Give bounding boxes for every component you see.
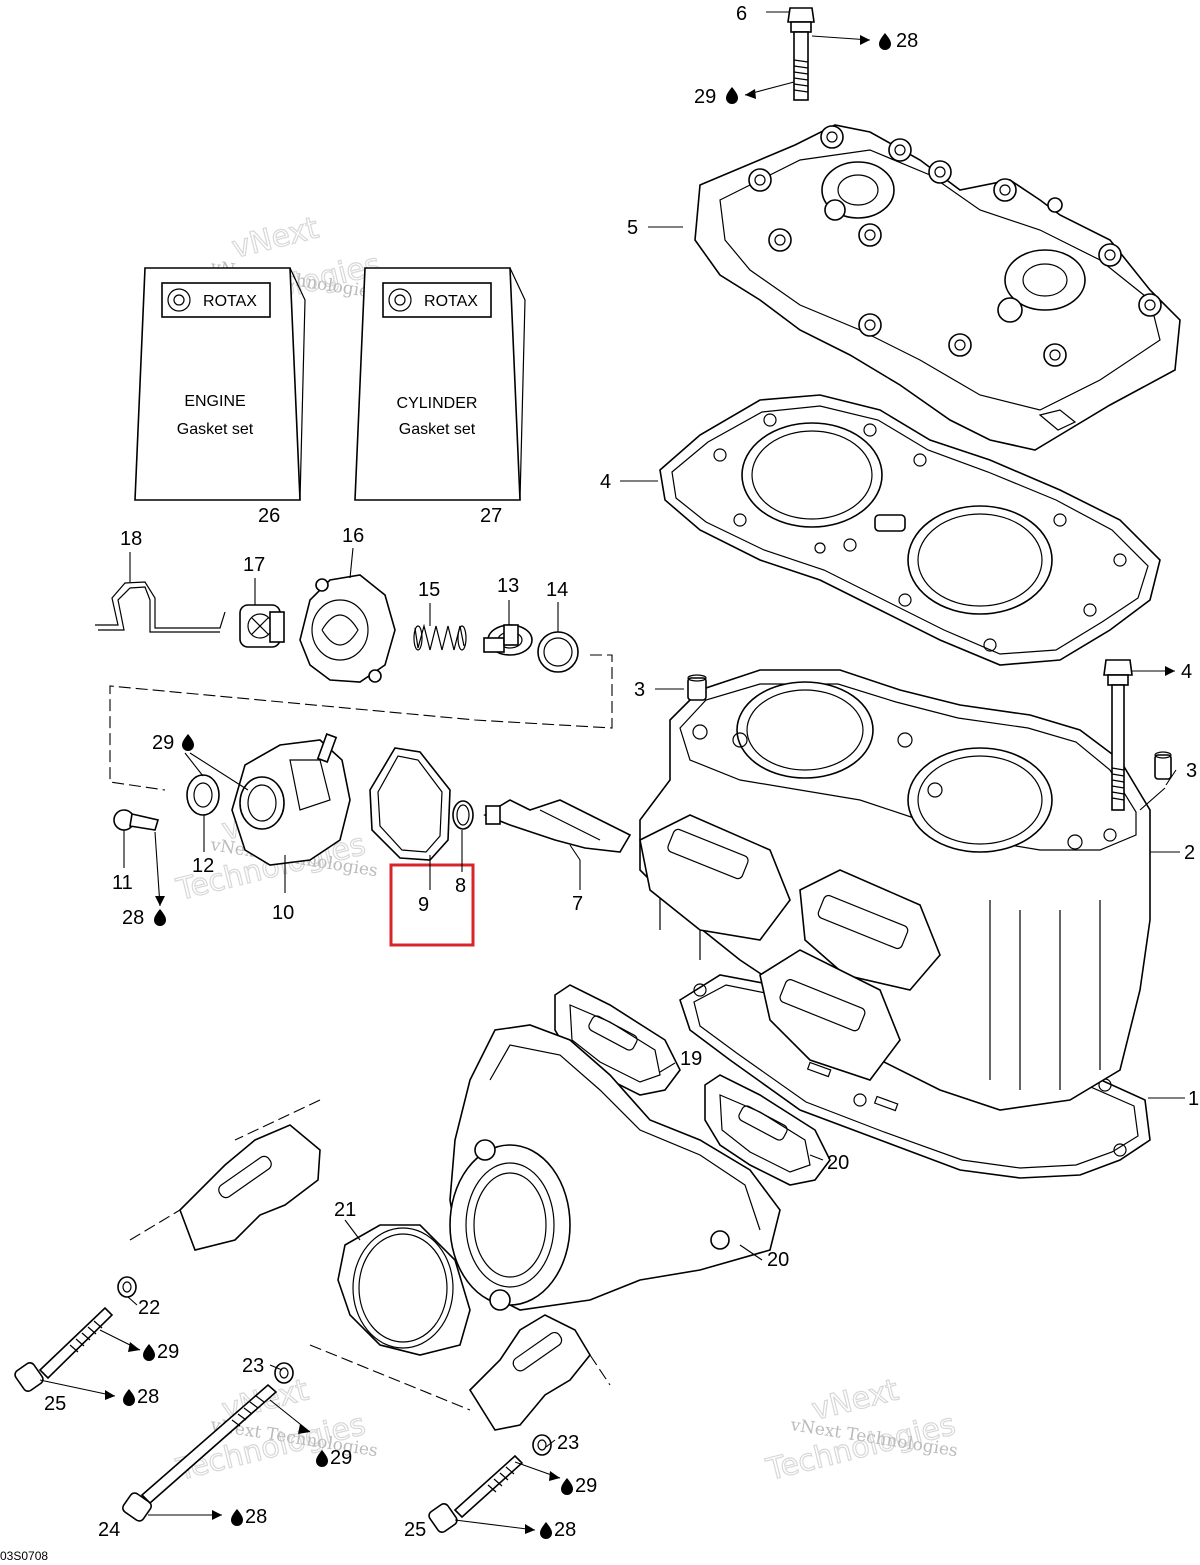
label-3: 3: [634, 679, 645, 701]
label-29: 29: [694, 86, 716, 108]
label-18: 17: [243, 554, 265, 576]
cylinder-gasket-title: CYLINDER: [397, 395, 478, 412]
o-ring: [452, 800, 474, 830]
svg-text:vNext: vNext: [228, 211, 322, 266]
label-19: 18: [120, 528, 142, 550]
engine-gasket-brand: ROTAX: [203, 293, 257, 310]
label-14: 13: [497, 575, 519, 597]
label-20: 20: [827, 1152, 849, 1174]
leader-arrowheads: [105, 35, 1175, 1534]
engine-gasket-title: ENGINE: [184, 393, 245, 410]
washer: [117, 1276, 137, 1298]
label-23: 23: [242, 1355, 264, 1377]
cylinder-gasket-brand: ROTAX: [424, 293, 478, 310]
cylinder-head-gasket: [659, 394, 1161, 666]
washer: [532, 1434, 552, 1456]
oil-drop-icon: [154, 909, 166, 926]
engine-gasket-subtitle: Gasket set: [177, 421, 254, 438]
label-28: 28: [137, 1386, 159, 1408]
label-16: 15: [418, 579, 440, 601]
dowel-pin: [1154, 751, 1172, 780]
label-12: 11: [112, 872, 133, 894]
manifold-bracket: [129, 1099, 321, 1251]
label-22: 21: [334, 1199, 356, 1221]
label-29: 29: [575, 1475, 597, 1497]
manifold-bracket: [309, 1314, 611, 1431]
manifold-bolt: [428, 1454, 524, 1533]
oil-drop-icon: [726, 87, 738, 104]
assembly-boundary: [109, 654, 613, 791]
watermark-bottom-right: vNext Technologies vNext Technologies: [762, 1372, 960, 1489]
oil-drop-icon: [123, 1389, 135, 1406]
thermostat-housing: [231, 733, 351, 866]
label-27: 27: [480, 505, 502, 527]
drawing-reference: 03S0708: [0, 1549, 48, 1563]
label-20: 19: [680, 1048, 702, 1070]
label-23: 23: [557, 1432, 579, 1454]
label-10: 9: [418, 894, 429, 916]
oil-drop-icon: [231, 1509, 243, 1526]
intake-gasket: [704, 1074, 831, 1186]
manifold-bolt: [14, 1306, 114, 1392]
washer: [274, 1362, 294, 1384]
part-labels: 6 28 29 5 4 3 4 3 2 1 26 27 18 17 16 15 …: [44, 3, 1199, 1541]
leader-lines: [39, 11, 1185, 1531]
oil-drop-icon: [561, 1478, 573, 1495]
label-23: 22: [138, 1297, 160, 1319]
cylinder-block: [639, 669, 1151, 1111]
water-outlet-fitting: [483, 799, 632, 853]
label-29: 29: [330, 1447, 352, 1469]
exhaust-manifold-gasket: [337, 1224, 471, 1356]
label-3: 3: [1186, 760, 1197, 782]
label-5: 4: [600, 471, 611, 493]
label-25: 25: [404, 1519, 426, 1541]
thermostat-spring: [413, 623, 467, 651]
label-28: 28: [554, 1519, 576, 1541]
thermostat-cover: [299, 574, 396, 683]
label-1: 1: [1188, 1088, 1199, 1110]
label-25: 25: [44, 1393, 66, 1415]
cylinder-gasket-set: ROTAX CYLINDER Gasket set: [354, 267, 526, 501]
label-21: 20: [767, 1249, 789, 1271]
label-29: 29: [152, 732, 174, 754]
thermostat: [483, 624, 533, 656]
label-26: 26: [258, 505, 280, 527]
label-17: 16: [342, 525, 364, 547]
label-11: 10: [272, 902, 294, 924]
retaining-clip: [95, 581, 226, 633]
engine-gasket-set: ROTAX ENGINE Gasket set: [134, 267, 306, 501]
oil-drop-icon: [143, 1344, 155, 1361]
label-28: 28: [245, 1506, 267, 1528]
label-6: 5: [627, 217, 638, 239]
label-7: 6: [736, 3, 747, 25]
seal-ring: [186, 774, 220, 816]
oil-drop-icon: [540, 1522, 552, 1539]
label-9: 8: [455, 875, 466, 897]
label-29: 29: [157, 1341, 179, 1363]
label-15: 14: [546, 579, 568, 601]
label-8: 7: [572, 893, 583, 915]
cylinder-gasket-subtitle: Gasket set: [399, 421, 476, 438]
manifold-bolt: [122, 1383, 278, 1522]
label-28: 28: [896, 30, 918, 52]
label-4: 4: [1181, 661, 1192, 683]
highlight-box: [389, 863, 475, 947]
thermostat-housing-gasket: [369, 747, 451, 861]
oil-drop-icon: [879, 33, 891, 50]
dowel-pin: [687, 674, 707, 701]
thermostat-cap-plug: [239, 604, 285, 648]
thermostat-seal-ring: [537, 631, 579, 673]
label-13: 12: [192, 855, 214, 877]
label-2: 2: [1184, 842, 1195, 864]
label-28: 28: [122, 907, 144, 929]
cylinder-head-bolt: [787, 7, 815, 101]
watermark-bottom-left: vNext Technologies vNext Technologies: [172, 1372, 379, 1489]
oil-drop-icon: [182, 734, 194, 751]
cylinder-head: [694, 124, 1181, 451]
cylinder-bolt: [1103, 659, 1133, 811]
exhaust-manifold: [449, 1024, 781, 1311]
allen-screw: [113, 809, 160, 831]
label-24: 24: [98, 1519, 120, 1541]
